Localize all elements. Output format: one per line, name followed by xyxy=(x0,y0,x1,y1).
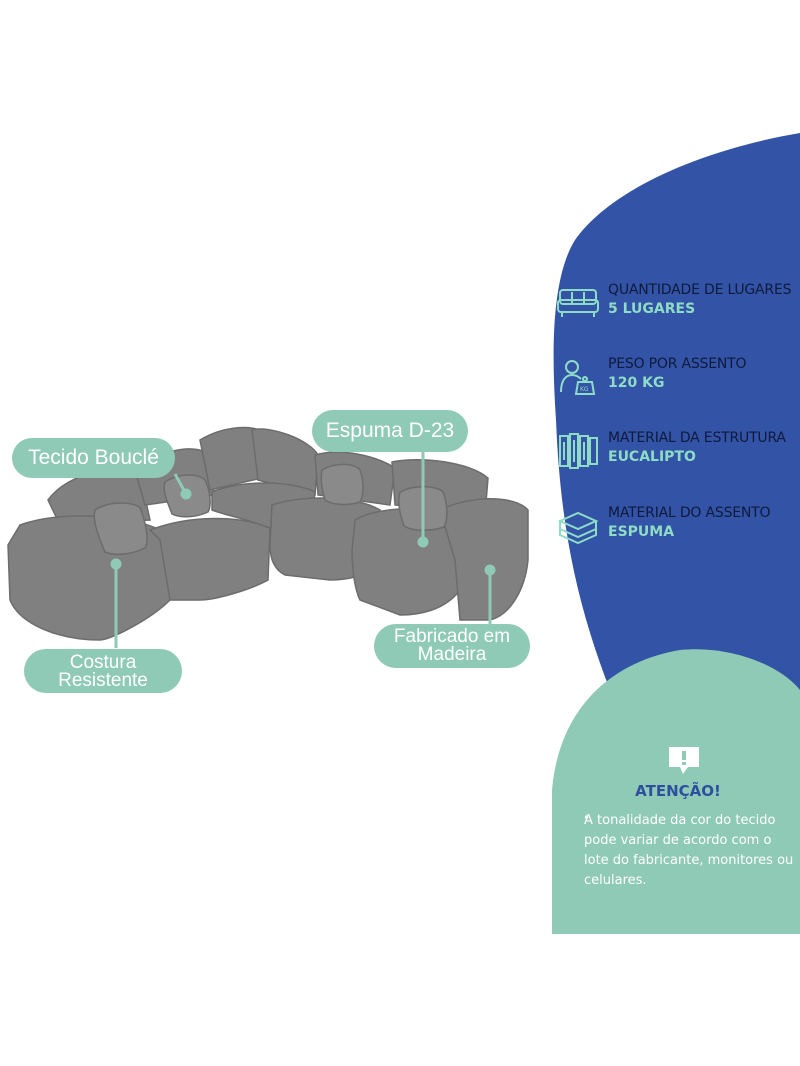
callout-foam: Espuma D-23 xyxy=(312,410,468,452)
spec-weight-label: PESO POR ASSENTO xyxy=(608,356,747,372)
spec-weight-value: 120 KG xyxy=(608,375,665,391)
spec-seat-material: MATERIAL DO ASSENTO ESPUMA xyxy=(556,505,800,553)
spec-structure-label: MATERIAL DA ESTRUTURA xyxy=(608,430,786,446)
attention-title: ATENÇÃO! xyxy=(635,782,721,800)
attention-text: A tonalidade da cor do tecido pode varia… xyxy=(584,813,794,888)
callout-fabric: Tecido Bouclé xyxy=(12,438,175,478)
mint-panel xyxy=(552,649,800,934)
svg-text:KG: KG xyxy=(580,386,589,393)
blue-panel xyxy=(553,133,800,690)
spec-seats: QUANTIDADE DE LUGARES 5 LUGARES xyxy=(556,282,800,330)
callout-wood-line2: Madeira xyxy=(417,644,487,665)
spec-seat-material-label: MATERIAL DO ASSENTO xyxy=(608,505,771,521)
wood-icon xyxy=(559,433,598,469)
callout-seam-line2: Resistente xyxy=(58,670,148,691)
spec-structure-value: EUCALIPTO xyxy=(608,449,696,465)
weight-icon: KG xyxy=(560,360,596,395)
callout-seam: Costura Resistente xyxy=(24,649,182,693)
callout-seam-line1: Costura xyxy=(69,652,137,673)
sofa-icon xyxy=(557,289,599,317)
spec-seats-label: QUANTIDADE DE LUGARES xyxy=(608,282,792,298)
callout-fabric-label: Tecido Bouclé xyxy=(28,446,159,469)
spec-structure: MATERIAL DA ESTRUTURA EUCALIPTO xyxy=(556,430,800,478)
alert-icon xyxy=(669,747,699,774)
spec-weight: KG PESO POR ASSENTO 120 KG xyxy=(556,356,800,404)
foam-icon xyxy=(557,511,599,545)
spec-seats-value: 5 LUGARES xyxy=(608,301,696,317)
callout-foam-label: Espuma D-23 xyxy=(325,419,455,442)
callout-wood-line1: Fabricado em xyxy=(393,626,511,647)
spec-seat-material-value: ESPUMA xyxy=(608,524,675,540)
callout-wood: Fabricado em Madeira xyxy=(374,624,530,668)
attention-bullet: • xyxy=(583,811,591,825)
